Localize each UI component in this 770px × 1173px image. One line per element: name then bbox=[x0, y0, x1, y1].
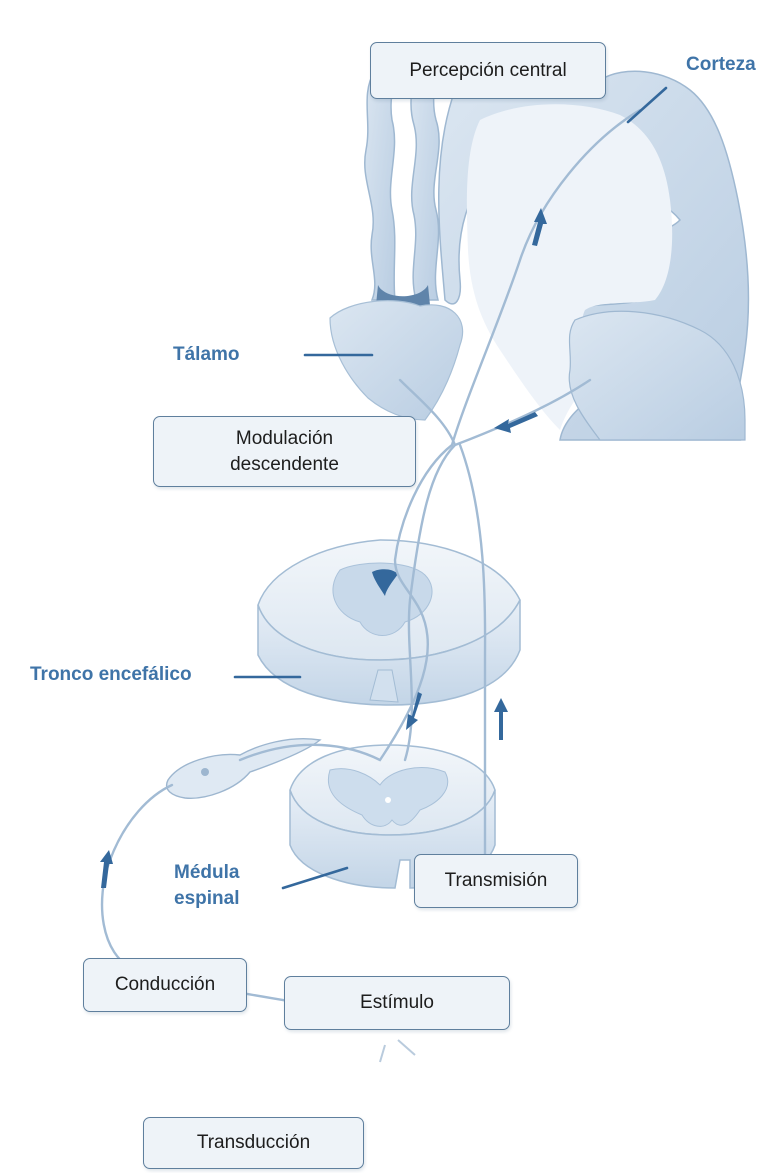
conduccion-text: Conducción bbox=[115, 972, 215, 998]
ganglion-cell bbox=[201, 768, 209, 776]
medula-line2: espinal bbox=[174, 886, 239, 912]
arrow-descending-icon bbox=[494, 412, 538, 433]
modulacion-text: Modulación descendente bbox=[230, 426, 339, 477]
percepcion-central-box: Percepción central bbox=[370, 42, 606, 99]
conduccion-box: Conducción bbox=[83, 958, 247, 1012]
transmision-box: Transmisión bbox=[414, 854, 578, 908]
modulacion-line2: descendente bbox=[230, 452, 339, 478]
percepcion-central-text: Percepción central bbox=[409, 58, 566, 84]
medula-espinal-label: Médula espinal bbox=[174, 860, 239, 911]
talamo-label: Tálamo bbox=[173, 342, 240, 368]
estimulo-box: Estímulo bbox=[284, 976, 510, 1030]
transduccion-text: Transducción bbox=[197, 1130, 310, 1156]
central-canal bbox=[385, 797, 391, 803]
thalamus bbox=[330, 301, 463, 420]
brainstem-block bbox=[258, 540, 520, 705]
modulacion-descendente-box: Modulación descendente bbox=[153, 416, 416, 487]
tronco-encefalico-label: Tronco encefálico bbox=[30, 662, 192, 688]
corteza-label: Corteza bbox=[686, 52, 756, 78]
modulacion-line1: Modulación bbox=[230, 426, 339, 452]
estimulo-text: Estímulo bbox=[360, 990, 434, 1016]
medula-line1: Médula bbox=[174, 860, 239, 886]
transmision-text: Transmisión bbox=[445, 868, 548, 894]
transduccion-box: Transducción bbox=[143, 1117, 364, 1169]
arrow-up-spinal-icon bbox=[494, 698, 508, 740]
